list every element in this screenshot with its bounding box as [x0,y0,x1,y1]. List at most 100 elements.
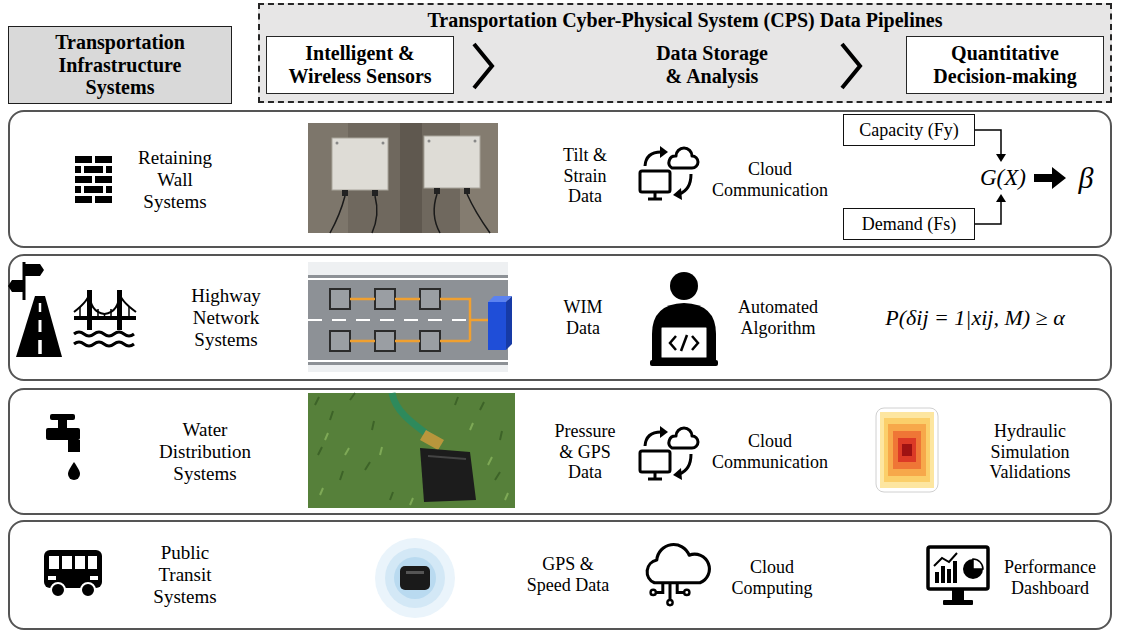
highway-icon [39,303,42,312]
highway-icon [24,264,44,276]
reliability-arrows [996,194,1006,202]
wim-road-illustration [308,262,512,372]
dashboard-icon [973,559,983,569]
text-slot: Highway Network Systems [171,285,281,351]
wim-road-illustration [330,289,440,351]
bridge-icon [87,290,92,330]
text-slot: Transportation Infrastructure Systems [25,31,215,98]
retaining-wall-icon [95,156,112,163]
text-slot: Pressure & GPS Data [549,421,621,483]
text-slot: β [1061,161,1111,194]
dashboard-icon [934,553,957,566]
highway-icon [38,340,42,354]
bus-icon [49,556,59,569]
text-slot: Data Storage & Analysis [647,42,777,88]
stage-box: Intelligent & Wireless Sensors [266,36,454,94]
system-band: Retaining Wall SystemsTilt & Strain Data… [8,110,1112,248]
hydraulic-heatmap-icon [898,438,916,462]
wim-road-illustration [488,296,512,302]
text-slot: WIM Data [553,297,613,338]
gps-device-icon [394,557,436,599]
cloud-computing-icon [684,590,689,595]
wim-road-illustration [488,302,506,350]
programmer-icon [650,360,718,366]
highway-icon [16,296,62,357]
retaining-wall-sensor-photo [464,188,470,194]
pressure-sensor-photo [420,448,476,502]
system-band: Highway Network SystemsWIM DataAutomated… [8,254,1112,381]
dashboard-icon [947,569,951,583]
pipeline-chevron [842,44,860,88]
text-slot: Hydraulic Simulation Validations [975,421,1085,483]
retaining-wall-sensor-photo [308,123,348,233]
wim-road-illustration [375,331,395,351]
retaining-wall-icon [106,166,112,173]
cloud-computing-icon [667,600,672,605]
bus-icon [88,556,97,569]
retaining-wall-sensor-photo [424,136,480,188]
stage-box: Quantitative Decision-making [906,36,1104,94]
system-band: Public Transit Systems GPS & Speed Data Cl… [8,520,1112,630]
reliability-arrows [996,154,1006,162]
formula-term: Demand (Fs) [862,214,956,235]
text-slot: Retaining Wall Systems [130,147,220,213]
hydraulic-heatmap-icon [876,408,938,492]
data-label: Cloud Computing [722,557,822,598]
faucet-icon [50,414,75,420]
pressure-sensor-photo [392,393,430,436]
reliability-arrows [975,130,1066,224]
stage-text: Intelligent & Wireless Sensors [275,42,445,88]
retaining-wall-sensor-photo [460,123,498,233]
bus-icon [44,550,102,588]
faucet-icon [58,419,67,429]
dashboard-icon [928,547,988,589]
pressure-sensor-photo [320,423,508,505]
pressure-sensor-photo [420,430,444,450]
faucet-icon [46,428,80,440]
bridge-icon [74,292,136,314]
text-slot: Demand (Fs) [789,214,1029,235]
text-slot: Public Transit Systems [145,542,225,608]
capacity-box: Capacity (Fy) [843,114,975,146]
pressure-sensor-photo [428,456,466,459]
text-slot: Cloud Communication [710,159,830,200]
wim-road-illustration [308,319,508,321]
dashboard-icon [963,559,983,579]
text-slot: P(δij = 1|xij, M) ≥ α [835,305,1115,331]
highway-icon [8,280,24,292]
wim-road-illustration [330,289,350,309]
text-slot: Capacity (Fy) [789,120,1029,141]
data-label: Cloud Communication [710,159,830,200]
text-slot: Cloud Communication [710,431,830,472]
bus-icon [62,556,72,569]
gps-device-icon [385,548,445,608]
retaining-wall-icon [106,186,112,193]
demand-box: Demand (Fs) [843,208,975,240]
wim-road-illustration [308,275,508,365]
cloud-computing-icon [647,545,709,606]
dashboard-icon [941,566,945,583]
wim-road-illustration [375,289,395,309]
region-title: Transportation Cyber-Physical System (CP… [428,9,943,32]
text-slot: Cloud Computing [722,557,822,598]
hydraulic-heatmap-icon [876,408,938,492]
programmer-icon [650,272,718,366]
programmer-icon [670,272,698,300]
data-label: Cloud Communication [710,431,830,472]
wim-road-illustration [330,331,350,351]
data-label: GPS & Speed Data [521,554,615,595]
formula-term: Capacity (Fy) [859,120,958,141]
retaining-wall-icon [84,186,103,193]
programmer-icon [681,335,687,351]
gps-device-icon [375,538,455,618]
cloud-communication-icon [640,146,698,200]
retaining-wall-icon [75,176,92,183]
bus-icon [48,576,56,580]
wim-road-illustration [420,289,440,309]
gps-device-icon [375,538,455,618]
wim-road-illustration [506,296,512,350]
bus-icon [51,583,65,597]
data-label: Pressure & GPS Data [549,421,621,483]
hydraulic-heatmap-icon [884,418,930,482]
system-name: Water Distribution Systems [145,419,265,485]
